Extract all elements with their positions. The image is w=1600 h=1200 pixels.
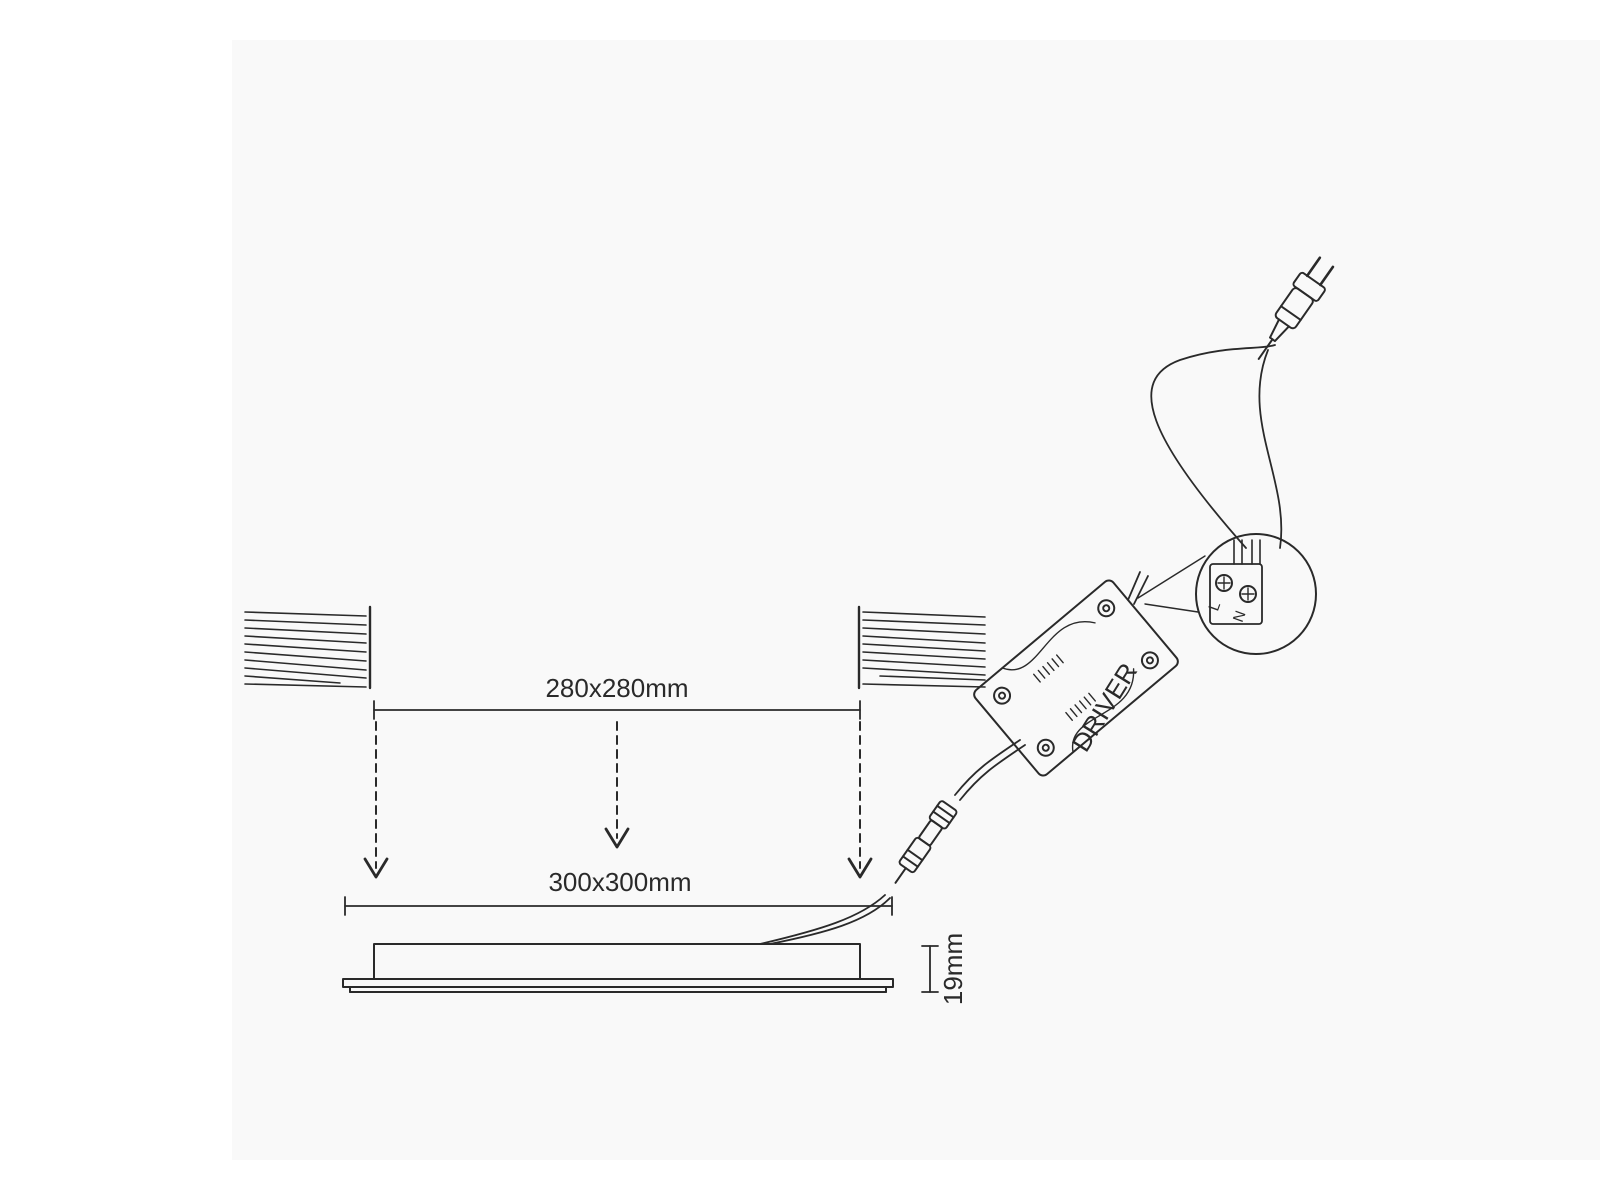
- mains-cable: [1150, 344, 1283, 549]
- ceiling-right: [857, 605, 986, 690]
- cutout-dimension-line: [373, 700, 861, 720]
- driver-output-cable: [954, 739, 1026, 801]
- mount-arrow-center: [604, 721, 630, 849]
- dc-connector: [894, 800, 958, 884]
- cutout-dimension-label: 280x280mm: [545, 673, 688, 703]
- ceiling-left: [244, 605, 372, 690]
- panel-height-dimension: [921, 945, 939, 993]
- driver-input-leads: [1127, 571, 1149, 605]
- diagram-background: [232, 40, 1600, 1160]
- panel-dimension-label: 300x300mm: [548, 867, 691, 897]
- mount-arrow-left: [363, 721, 389, 879]
- euro-plug: [1257, 256, 1335, 360]
- led-panel: [342, 943, 894, 993]
- terminal-block-detail: [1195, 533, 1317, 655]
- mount-arrow-right: [847, 721, 873, 879]
- panel-dimension-line: [344, 896, 893, 916]
- terminal-callout-lines: [1137, 555, 1206, 613]
- panel-height-label: 19mm: [938, 933, 968, 1005]
- driver-box: [973, 579, 1179, 777]
- panel-cable: [759, 894, 891, 945]
